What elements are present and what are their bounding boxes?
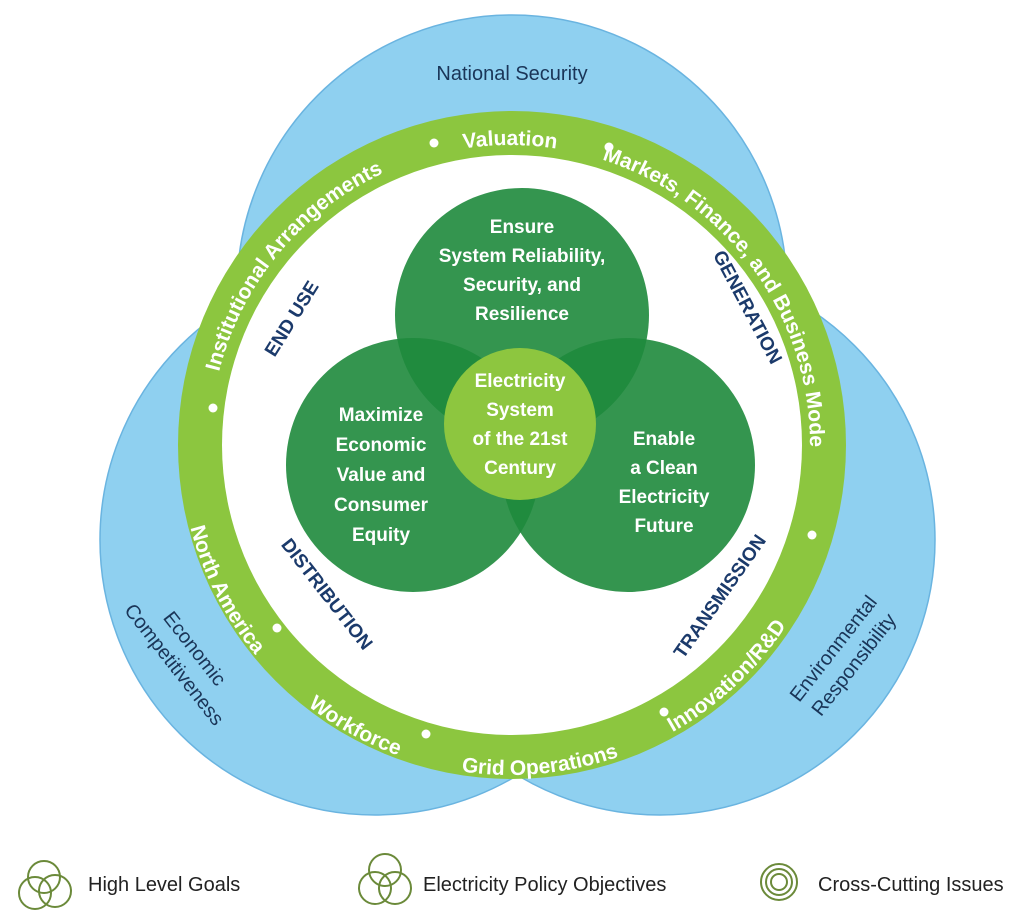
svg-text:a Clean: a Clean (630, 458, 698, 479)
svg-text:System Reliability,: System Reliability, (439, 246, 606, 267)
svg-text:Economic: Economic (336, 435, 427, 456)
center-circle (444, 348, 596, 500)
objective-economic-value-label: Maximize Economic Value and Consumer Equ… (334, 405, 429, 546)
svg-text:Ensure: Ensure (490, 217, 554, 238)
svg-text:of the 21st: of the 21st (472, 429, 568, 450)
svg-text:Enable: Enable (633, 429, 695, 450)
venn-icon (18, 860, 72, 910)
ring-separator-dots (208, 138, 817, 739)
svg-text:Resilience: Resilience (475, 304, 569, 325)
legend-policy-objectives: Electricity Policy Objectives (358, 853, 666, 905)
concentric-rings-icon (760, 863, 798, 901)
svg-text:Security, and: Security, and (463, 275, 581, 296)
center-label: Electricity System of the 21st Century (472, 371, 568, 479)
svg-text:Electricity: Electricity (475, 371, 566, 392)
svg-text:Cross-Cutting Issues: Cross-Cutting Issues (818, 874, 1004, 896)
issue-valuation: Valuation (461, 127, 559, 154)
legend-high-level-goals: High Level Goals (18, 860, 240, 910)
svg-text:Consumer: Consumer (334, 495, 429, 516)
objective-reliability-label: Ensure System Reliability, Security, and… (439, 217, 606, 325)
svg-text:Electricity Policy Objectives: Electricity Policy Objectives (423, 874, 666, 896)
svg-text:Future: Future (634, 516, 693, 537)
svg-text:High Level Goals: High Level Goals (88, 874, 240, 896)
svg-text:System: System (486, 400, 554, 421)
goal-national-security: National Security (436, 63, 587, 85)
svg-text:Value and: Value and (337, 465, 426, 486)
svg-text:Century: Century (484, 458, 556, 479)
legend: High Level Goals Electricity Policy Obje… (18, 853, 1004, 910)
objective-clean-future-label: Enable a Clean Electricity Future (619, 429, 710, 537)
svg-text:Equity: Equity (352, 525, 410, 546)
svg-text:Electricity: Electricity (619, 487, 710, 508)
svg-text:Maximize: Maximize (339, 405, 423, 426)
venn-small-icon (358, 853, 412, 905)
legend-cross-cutting: Cross-Cutting Issues (760, 863, 1004, 901)
